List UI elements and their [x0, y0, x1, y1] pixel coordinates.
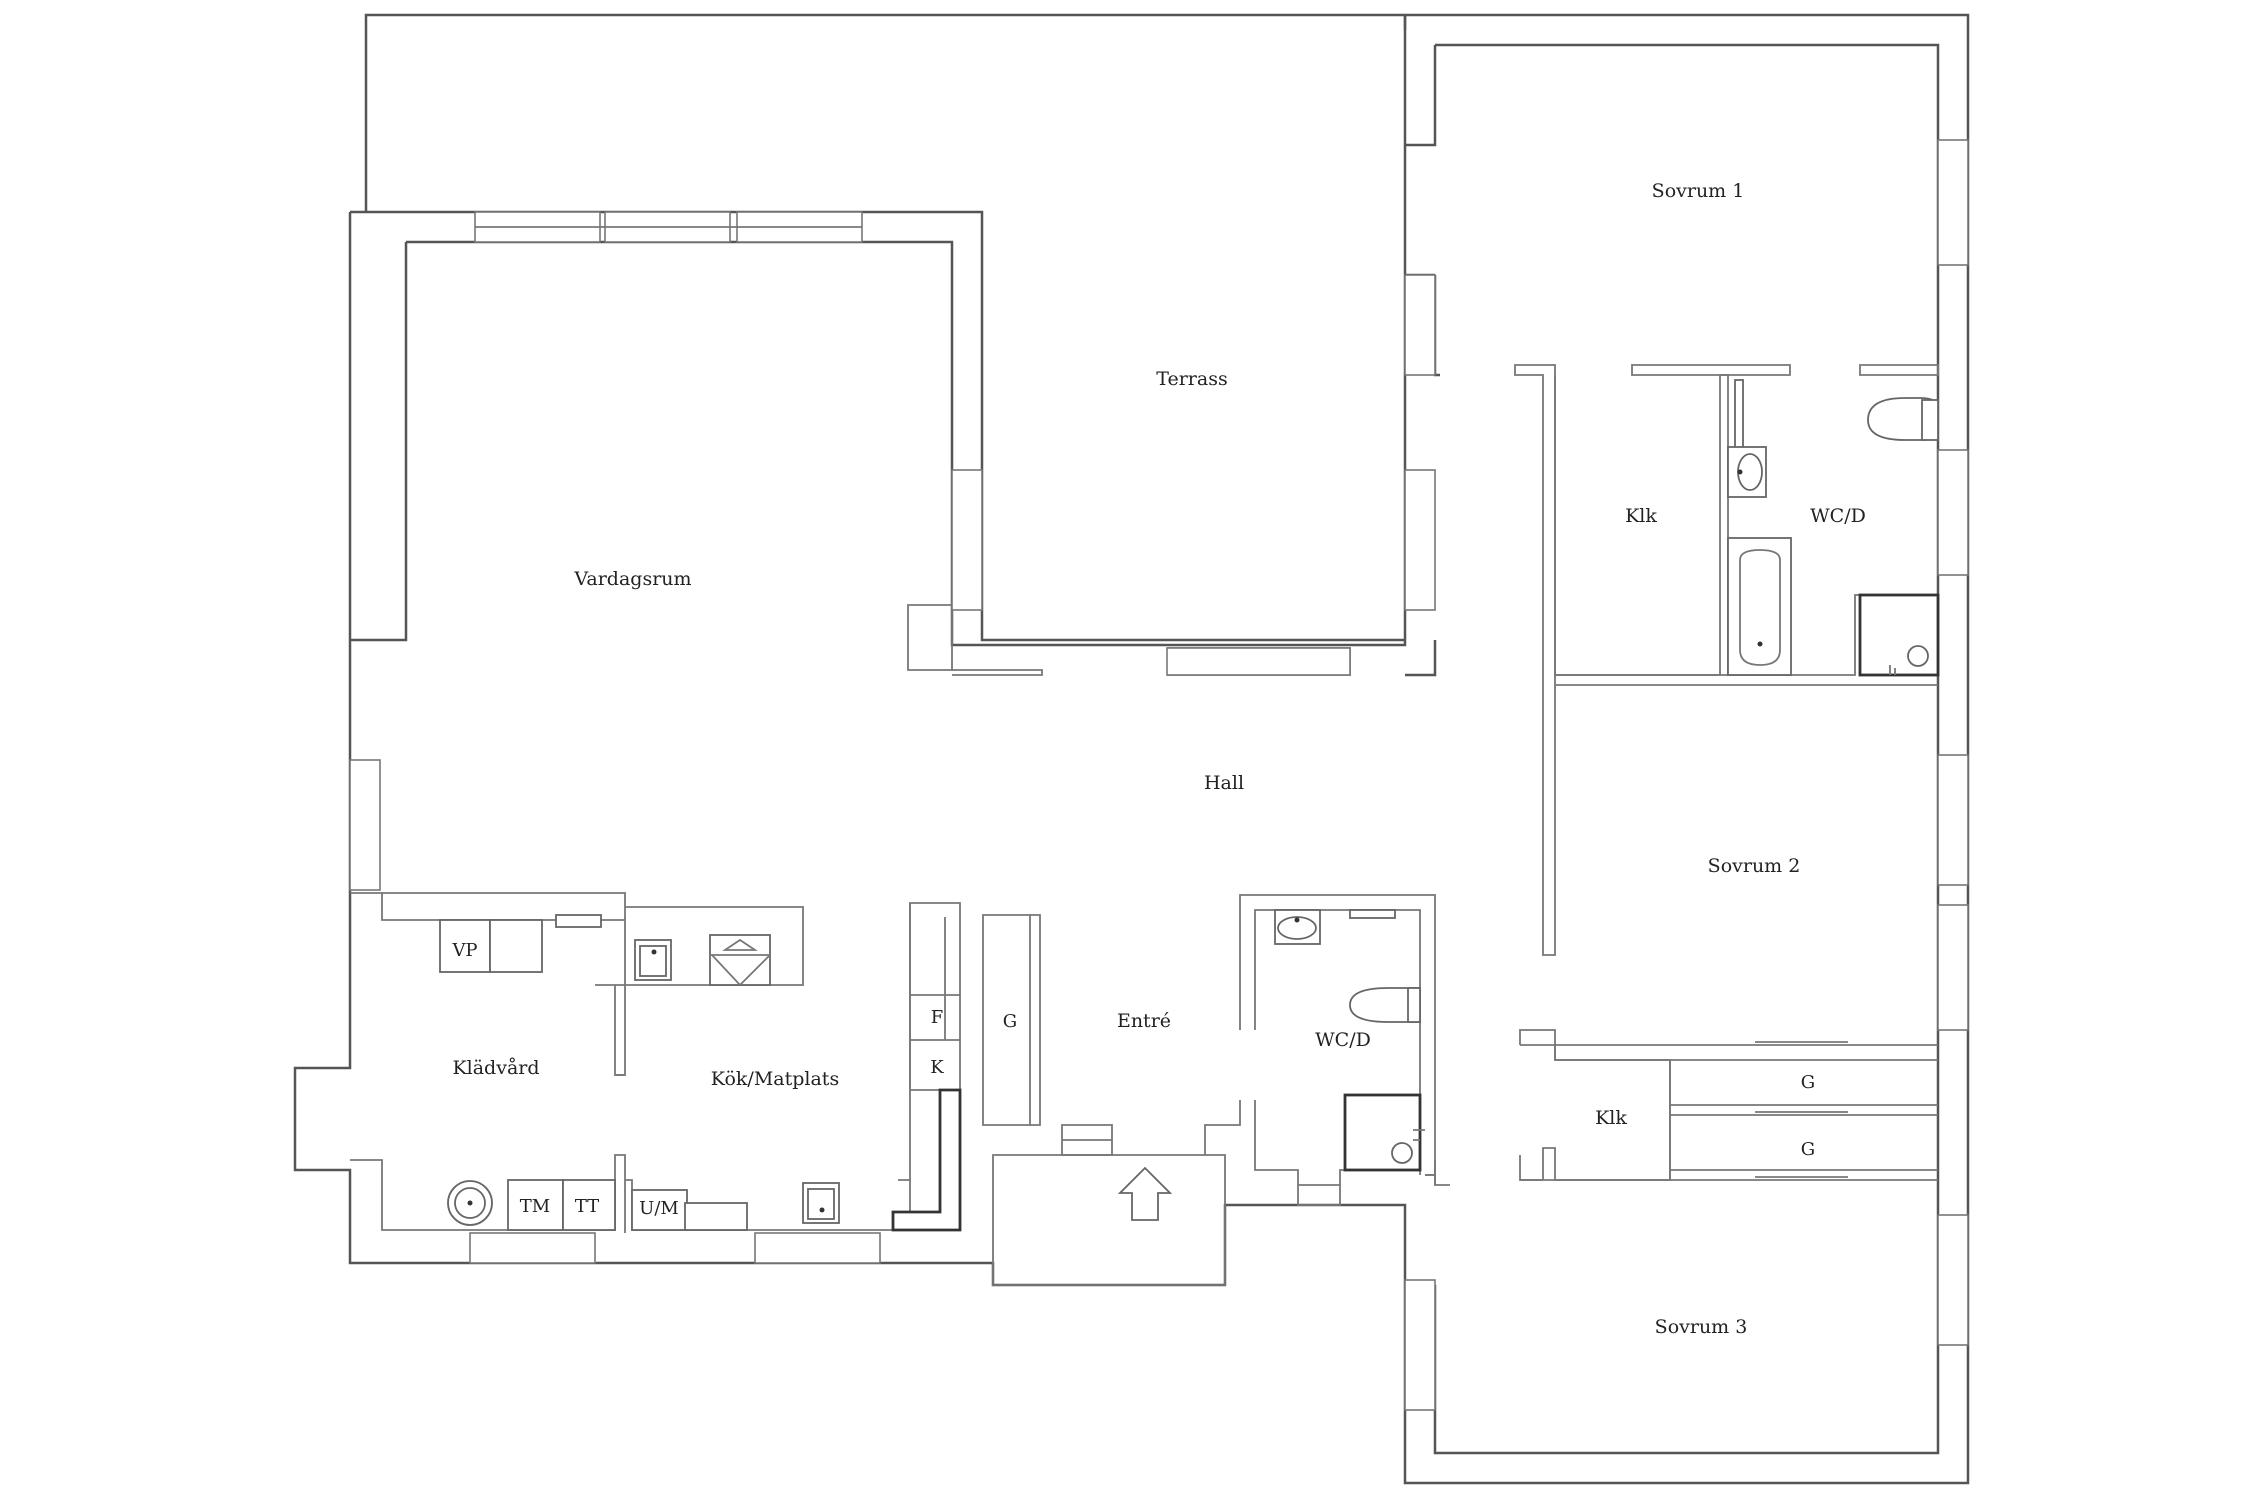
tm-machine	[507, 1179, 564, 1231]
kitchen-sink-icon	[634, 939, 672, 981]
stove-icon	[709, 934, 771, 987]
label-um: U/M	[639, 1198, 679, 1219]
wc2-toilet-icon	[1349, 987, 1421, 1023]
label-tt: TT	[575, 1196, 599, 1217]
arrow-up-icon	[1117, 1166, 1173, 1221]
label-g-lower: G	[1801, 1139, 1815, 1160]
label-sovrum-2: Sovrum 2	[1708, 855, 1801, 877]
wc1-shower-icon	[1858, 593, 1940, 677]
label-terrass: Terrass	[1156, 368, 1227, 390]
label-kok-matplats: Kök/Matplats	[711, 1068, 839, 1090]
fixtures	[439, 379, 1940, 1231]
wc2-sink-icon	[1274, 909, 1321, 945]
label-vardagsrum: Vardagsrum	[573, 568, 691, 590]
label-wcd-2: WC/D	[1315, 1029, 1371, 1051]
vp-cabinet	[439, 919, 491, 973]
label-klk-1: Klk	[1625, 505, 1657, 527]
label-sovrum-3: Sovrum 3	[1655, 1316, 1748, 1338]
wc2-shower-icon	[1343, 1093, 1425, 1172]
label-wcd-1: WC/D	[1810, 505, 1866, 527]
label-f: F	[931, 1007, 944, 1028]
label-entre: Entré	[1117, 1010, 1171, 1032]
wc1-bathtub-icon	[1727, 537, 1792, 676]
label-klk-2: Klk	[1595, 1107, 1627, 1129]
tt-machine	[562, 1179, 616, 1231]
label-g-entre: G	[1003, 1011, 1017, 1032]
laundry-sink-icon	[447, 1180, 493, 1226]
windows	[349, 139, 1969, 1411]
interior-walls	[350, 364, 1939, 1286]
fixture-labels: VP F K G G G TM TT U/M	[451, 940, 1815, 1219]
label-k: K	[930, 1057, 944, 1078]
label-tm: TM	[520, 1196, 550, 1217]
wc1-toilet-icon	[1867, 397, 1939, 441]
kitchen-sink-bottom-icon	[802, 1182, 840, 1224]
label-vp: VP	[451, 940, 477, 961]
label-sovrum-1: Sovrum 1	[1652, 180, 1745, 202]
wc1-sink-icon	[1727, 446, 1767, 498]
room-labels: Terrass Sovrum 1 Vardagsrum Klk WC/D Hal…	[452, 180, 1865, 1338]
terrace-outline	[364, 13, 1407, 212]
label-kladvard: Klädvård	[452, 1057, 539, 1079]
label-g-upper: G	[1801, 1072, 1815, 1093]
label-hall: Hall	[1204, 772, 1244, 794]
